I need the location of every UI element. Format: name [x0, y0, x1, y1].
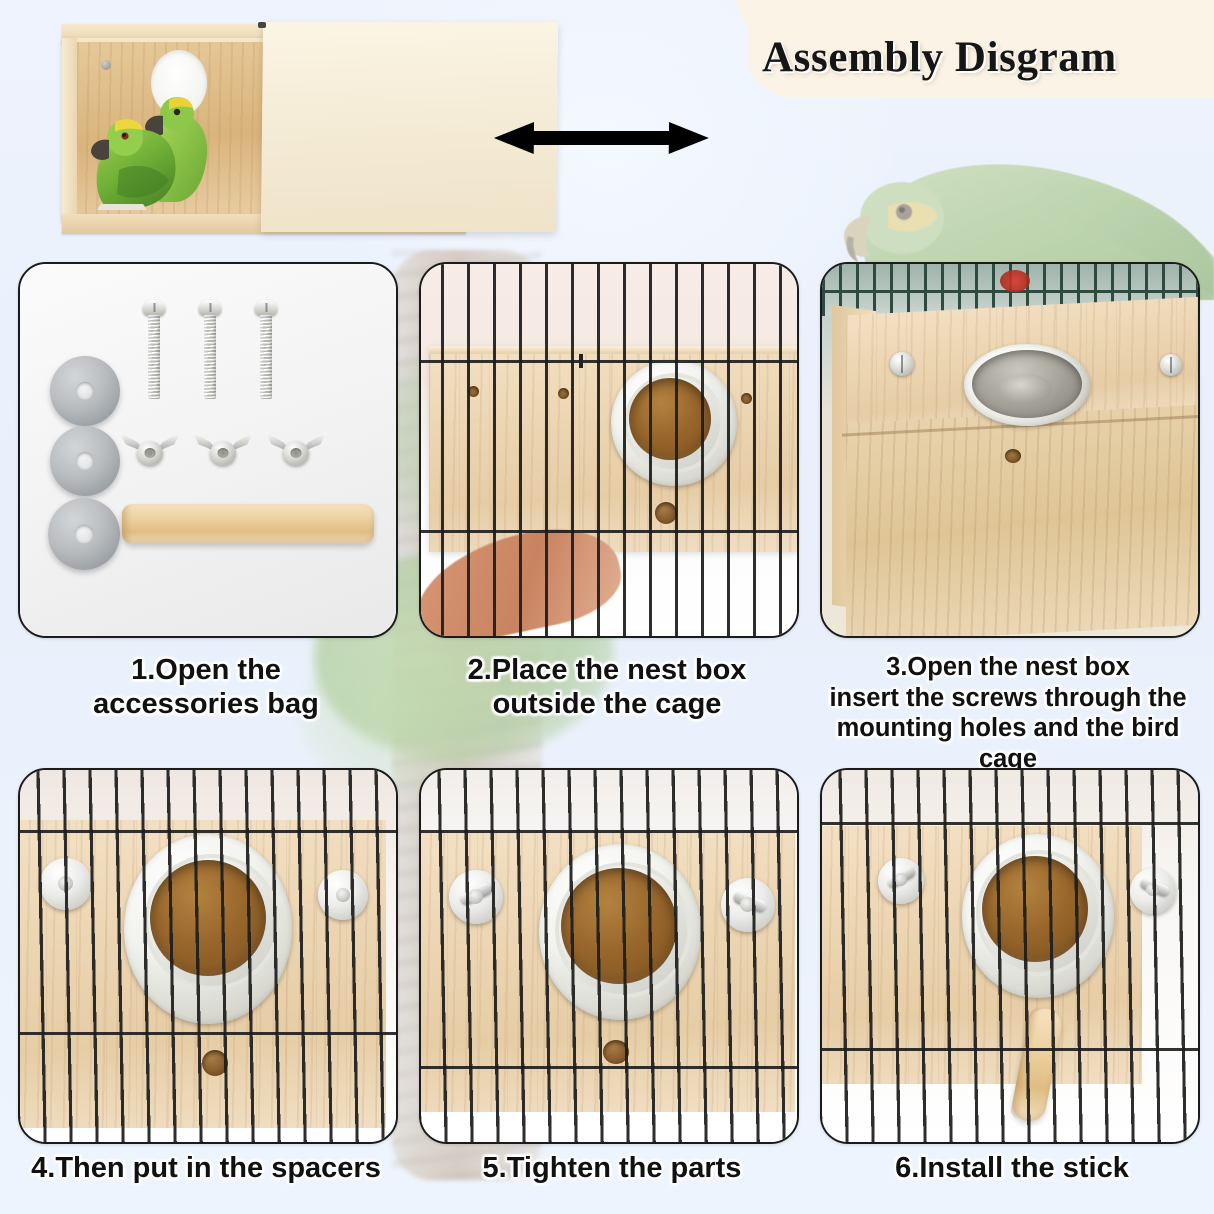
step-1-photo	[18, 262, 398, 638]
page-title: Assembly Disgram	[762, 34, 1117, 81]
perch-socket-hole	[202, 1050, 228, 1076]
lid-latch-icon	[258, 22, 266, 28]
parrot-pair-illustration	[91, 97, 208, 210]
box-front-panel	[846, 404, 1198, 636]
perch-socket-hole	[1005, 449, 1021, 463]
perch-stick-icon	[122, 504, 374, 544]
interior-screw-icon	[101, 60, 111, 70]
step-5-caption: 5.Tighten the parts	[482, 1152, 742, 1184]
washer-icon	[48, 498, 120, 570]
mounting-hole-icon	[468, 386, 479, 397]
screw-head-icon	[890, 352, 914, 376]
screw-tip-icon	[58, 876, 73, 891]
title-banner	[706, 0, 1214, 102]
washer-icon	[50, 356, 120, 426]
step-6-photo	[820, 768, 1200, 1144]
entrance-hole-opening	[629, 378, 711, 460]
screw-head-icon	[1160, 354, 1182, 376]
entrance-hole-opening	[561, 868, 677, 984]
title-banner-content: Assembly Disgram	[706, 0, 1214, 98]
step-3-photo	[820, 262, 1200, 638]
screw-icon	[254, 300, 278, 400]
red-toy-decoration	[1000, 270, 1030, 292]
wing-nut-icon	[119, 432, 181, 466]
screw-icon	[198, 300, 222, 400]
box-interior	[77, 42, 272, 216]
sliding-lid-panel	[260, 22, 709, 232]
box-left-edge	[62, 38, 77, 220]
step-4-photo	[18, 768, 398, 1144]
mounting-hole-icon	[558, 388, 569, 399]
nest-box-board	[429, 346, 797, 552]
step-2-caption: 2.Place the nest box outside the cage	[467, 654, 747, 720]
step-2-photo	[419, 262, 799, 638]
screw-tip-icon	[336, 888, 350, 902]
wing-nut-icon	[192, 432, 254, 466]
mounting-hole-icon	[741, 393, 752, 404]
nest-box-hero-photo	[61, 14, 762, 246]
perch-socket-hole	[603, 1040, 629, 1064]
washer-icon	[50, 426, 120, 496]
step-6-caption: 6.Install the stick	[895, 1152, 1129, 1184]
entrance-hole-opening	[982, 856, 1088, 962]
entrance-hole-opening	[150, 860, 266, 976]
step-1-caption: 1.Open the accessories bag	[93, 654, 319, 720]
slide-direction-arrow-icon	[493, 120, 709, 156]
step-4-caption: 4.Then put in the spacers	[31, 1152, 381, 1184]
step-3-caption: 3.Open the nest box insert the screws th…	[829, 653, 1187, 773]
wing-nut-icon	[265, 432, 327, 466]
feed-cup	[1000, 374, 1052, 404]
step-5-photo	[419, 768, 799, 1144]
screw-icon	[142, 300, 166, 400]
perch-socket-hole	[655, 502, 677, 524]
